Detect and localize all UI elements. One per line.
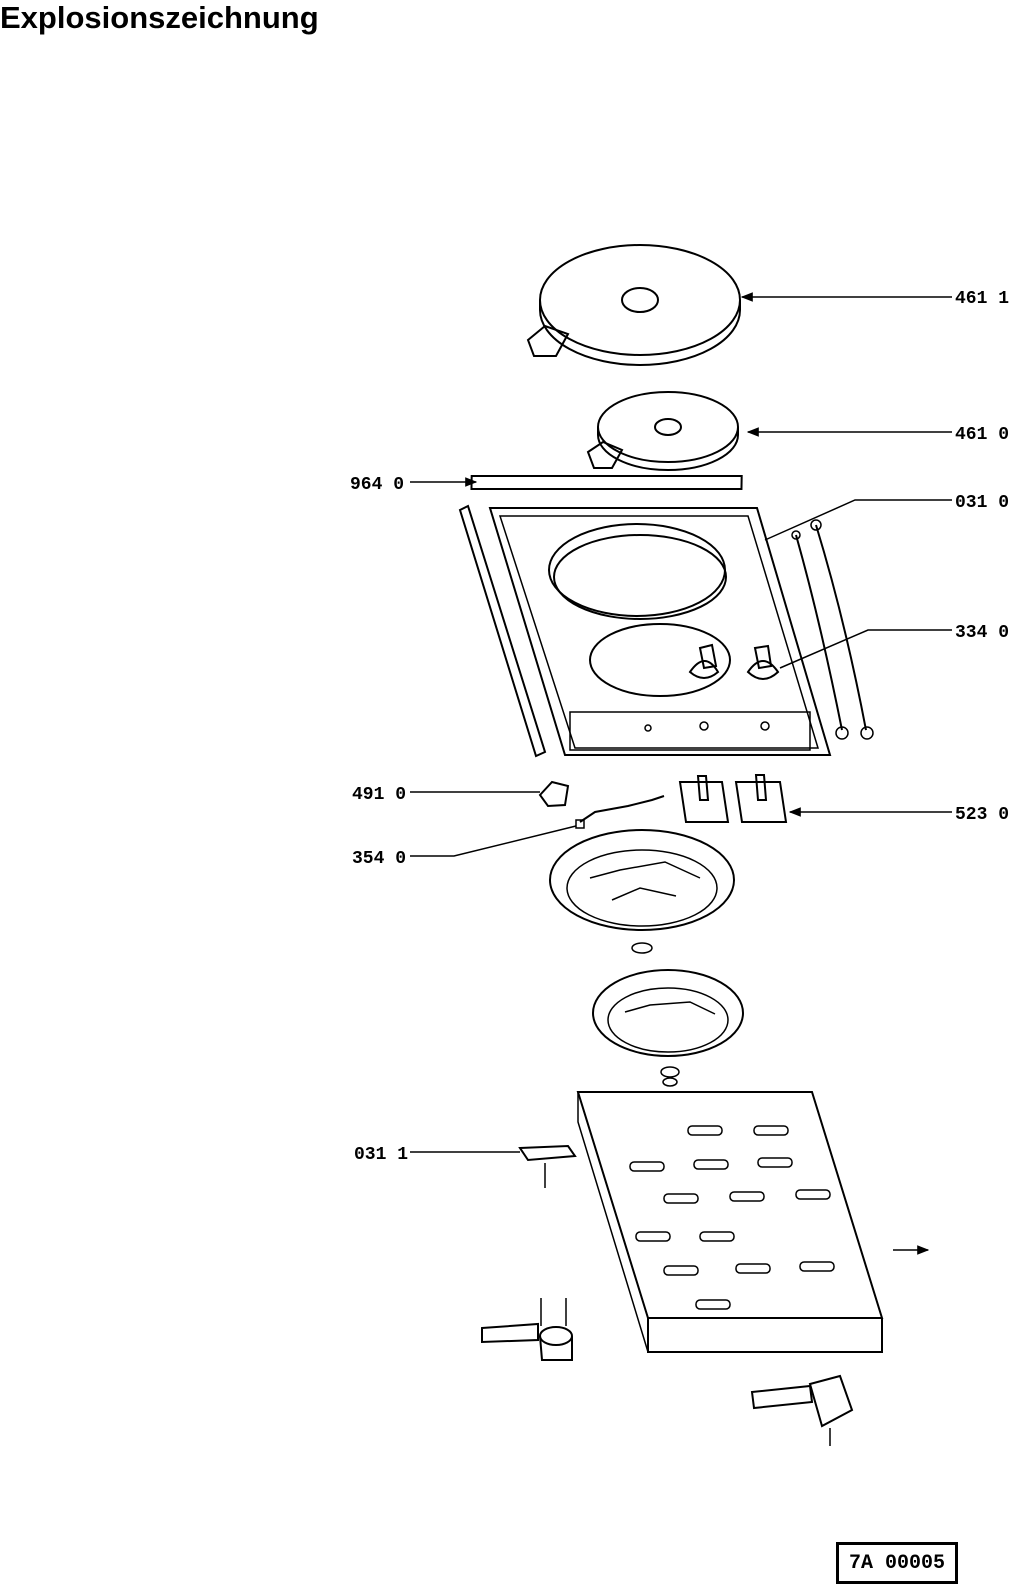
hotplate-large <box>526 244 741 366</box>
connection-wires <box>791 519 874 740</box>
wire-clip <box>579 795 665 823</box>
heating-bowl-upper <box>549 829 735 954</box>
page-title: Explosionszeichnung <box>0 0 319 35</box>
side-strip <box>458 504 547 758</box>
thermostat-part <box>538 780 570 808</box>
mount-clip <box>518 1144 577 1162</box>
label-461-1: 461 1 <box>955 289 1009 309</box>
mains-plug <box>750 1374 854 1446</box>
hotplate-small <box>586 391 739 471</box>
label-334-0: 334 0 <box>955 623 1009 643</box>
label-523-0: 523 0 <box>955 805 1009 825</box>
label-964-0: 964 0 <box>350 475 404 495</box>
label-031-1: 031 1 <box>354 1145 408 1165</box>
terminal-block <box>481 1298 573 1361</box>
cooktop-frame <box>488 507 832 756</box>
heating-bowl-lower <box>592 969 744 1087</box>
drawing-code: 7A 00005 <box>836 1542 958 1584</box>
label-461-0: 461 0 <box>955 425 1009 445</box>
label-031-0: 031 0 <box>955 493 1009 513</box>
trim-strip <box>470 475 743 490</box>
energy-regulators <box>678 774 788 823</box>
bottom-tray <box>576 1091 884 1353</box>
label-354-0: 354 0 <box>352 849 406 869</box>
label-491-0: 491 0 <box>352 785 406 805</box>
